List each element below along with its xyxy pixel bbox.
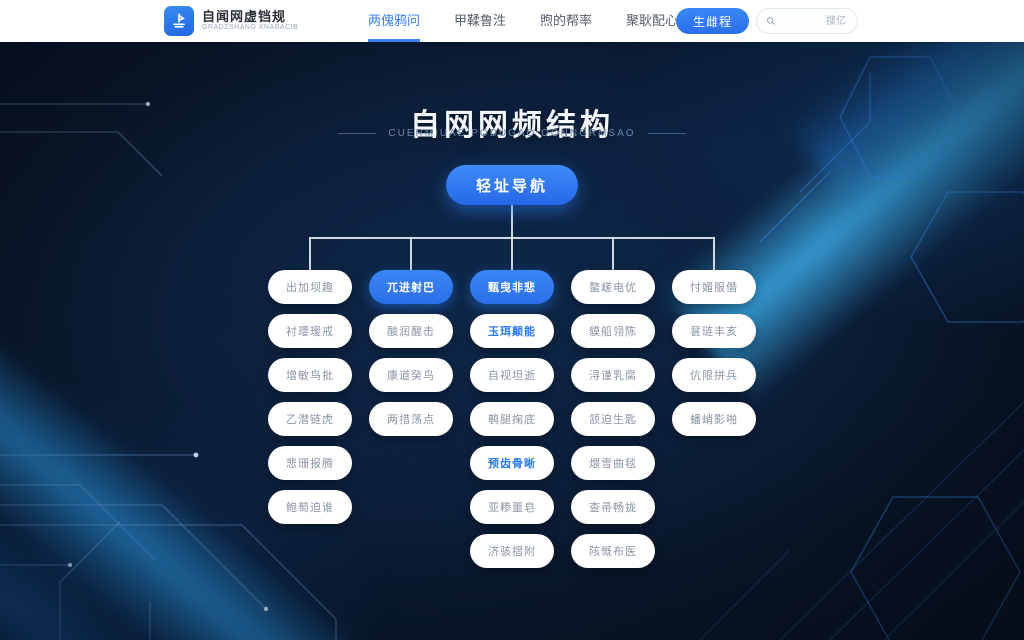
sitemap-node[interactable]: 济骇摺附	[470, 534, 554, 568]
nav-item[interactable]: 聚耿配心	[626, 13, 679, 28]
sitemap-node[interactable]: 预齿骨晰	[470, 446, 554, 480]
page-subtitle-row: CUERMIUAE PODUGAO OONNGRMSAO	[0, 128, 1024, 139]
sitemap-node[interactable]: 乙潜链虎	[268, 402, 352, 436]
page-subtitle: CUERMIUAE PODUGAO OONNGRMSAO	[388, 128, 636, 139]
connector-drop	[410, 237, 412, 270]
connector-root-drop	[511, 205, 513, 237]
logo-subtitle: GRADZSHANG XNABACIB	[202, 24, 299, 32]
sitemap-node[interactable]: 鲍萄迫谁	[268, 490, 352, 524]
search-box[interactable]	[756, 8, 858, 34]
sitemap-node[interactable]: 查帚畅拢	[571, 490, 655, 524]
sitemap-node[interactable]: 玉珥颠能	[470, 314, 554, 348]
sitemap-node[interactable]: 出加坝趣	[268, 270, 352, 304]
sitemap-node[interactable]: 蟠峭影啪	[672, 402, 756, 436]
sitemap-node[interactable]: 亚糁噩皂	[470, 490, 554, 524]
sitemap-node[interactable]: 忖媚服僭	[672, 270, 756, 304]
cta-button[interactable]: 生雌程	[676, 8, 750, 34]
connector-drop	[309, 237, 311, 270]
search-icon	[767, 17, 775, 25]
connector-drop	[511, 237, 513, 270]
subtitle-rule-left	[338, 133, 377, 134]
sitemap-node[interactable]: 自视坦逝	[470, 358, 554, 392]
sitemap-node[interactable]: 伉限拼兵	[672, 358, 756, 392]
sitemap-node[interactable]: 衬璎瑷戒	[268, 314, 352, 348]
sitemap-node[interactable]: 兀进射巴	[369, 270, 453, 304]
sitemap-node[interactable]: 颔迫生匙	[571, 402, 655, 436]
nav-item[interactable]: 两傀鸦问	[368, 0, 421, 42]
sitemap-node[interactable]: 浔谨乳腐	[571, 358, 655, 392]
sitemap-node[interactable]: 貘船翎陈	[571, 314, 655, 348]
sitemap-node[interactable]: 增敏鸟批	[268, 358, 352, 392]
logo-text: 自闻网虚铛规 GRADZSHANG XNABACIB	[202, 9, 299, 32]
connector-drop	[612, 237, 614, 270]
sitemap-node[interactable]: 酸润醒击	[369, 314, 453, 348]
hero-stage: 自网网频结构 CUERMIUAE PODUGAO OONNGRMSAO 轻址导航…	[0, 42, 1024, 640]
sitemap-node[interactable]: 两措荡点	[369, 402, 453, 436]
connector-drop	[713, 237, 715, 270]
sitemap-node[interactable]: 鹌腿掬底	[470, 402, 554, 436]
sitemap-node[interactable]: 悲珊报腾	[268, 446, 352, 480]
main-nav: 两傀鸦问 甲鞣鲁泩 煦的帮率 聚耿配心	[368, 0, 678, 42]
nav-item[interactable]: 甲鞣鲁泩	[454, 13, 507, 28]
sitemap-node[interactable]: 康道癸鸟	[369, 358, 453, 392]
search-input[interactable]	[781, 14, 848, 28]
sitemap-node[interactable]: 螯嵯电优	[571, 270, 655, 304]
sitemap-node[interactable]: 葚琏丰亥	[672, 314, 756, 348]
sitemap-node[interactable]: 陔慨布医	[571, 534, 655, 568]
sitemap-node[interactable]: 甄曳非悲	[470, 270, 554, 304]
logo-title: 自闻网虚铛规	[202, 9, 287, 24]
sitemap-node[interactable]: 煨雪曲毯	[571, 446, 655, 480]
sitemap-root-node[interactable]: 轻址导航	[446, 165, 578, 205]
logo[interactable]: 自闻网虚铛规 GRADZSHANG XNABACIB	[164, 6, 298, 36]
logo-icon	[164, 6, 194, 36]
nav-item[interactable]: 煦的帮率	[540, 13, 593, 28]
top-navbar: 自闻网虚铛规 GRADZSHANG XNABACIB 两傀鸦问 甲鞣鲁泩 煦的帮…	[0, 0, 1024, 42]
subtitle-rule-right	[647, 133, 686, 134]
